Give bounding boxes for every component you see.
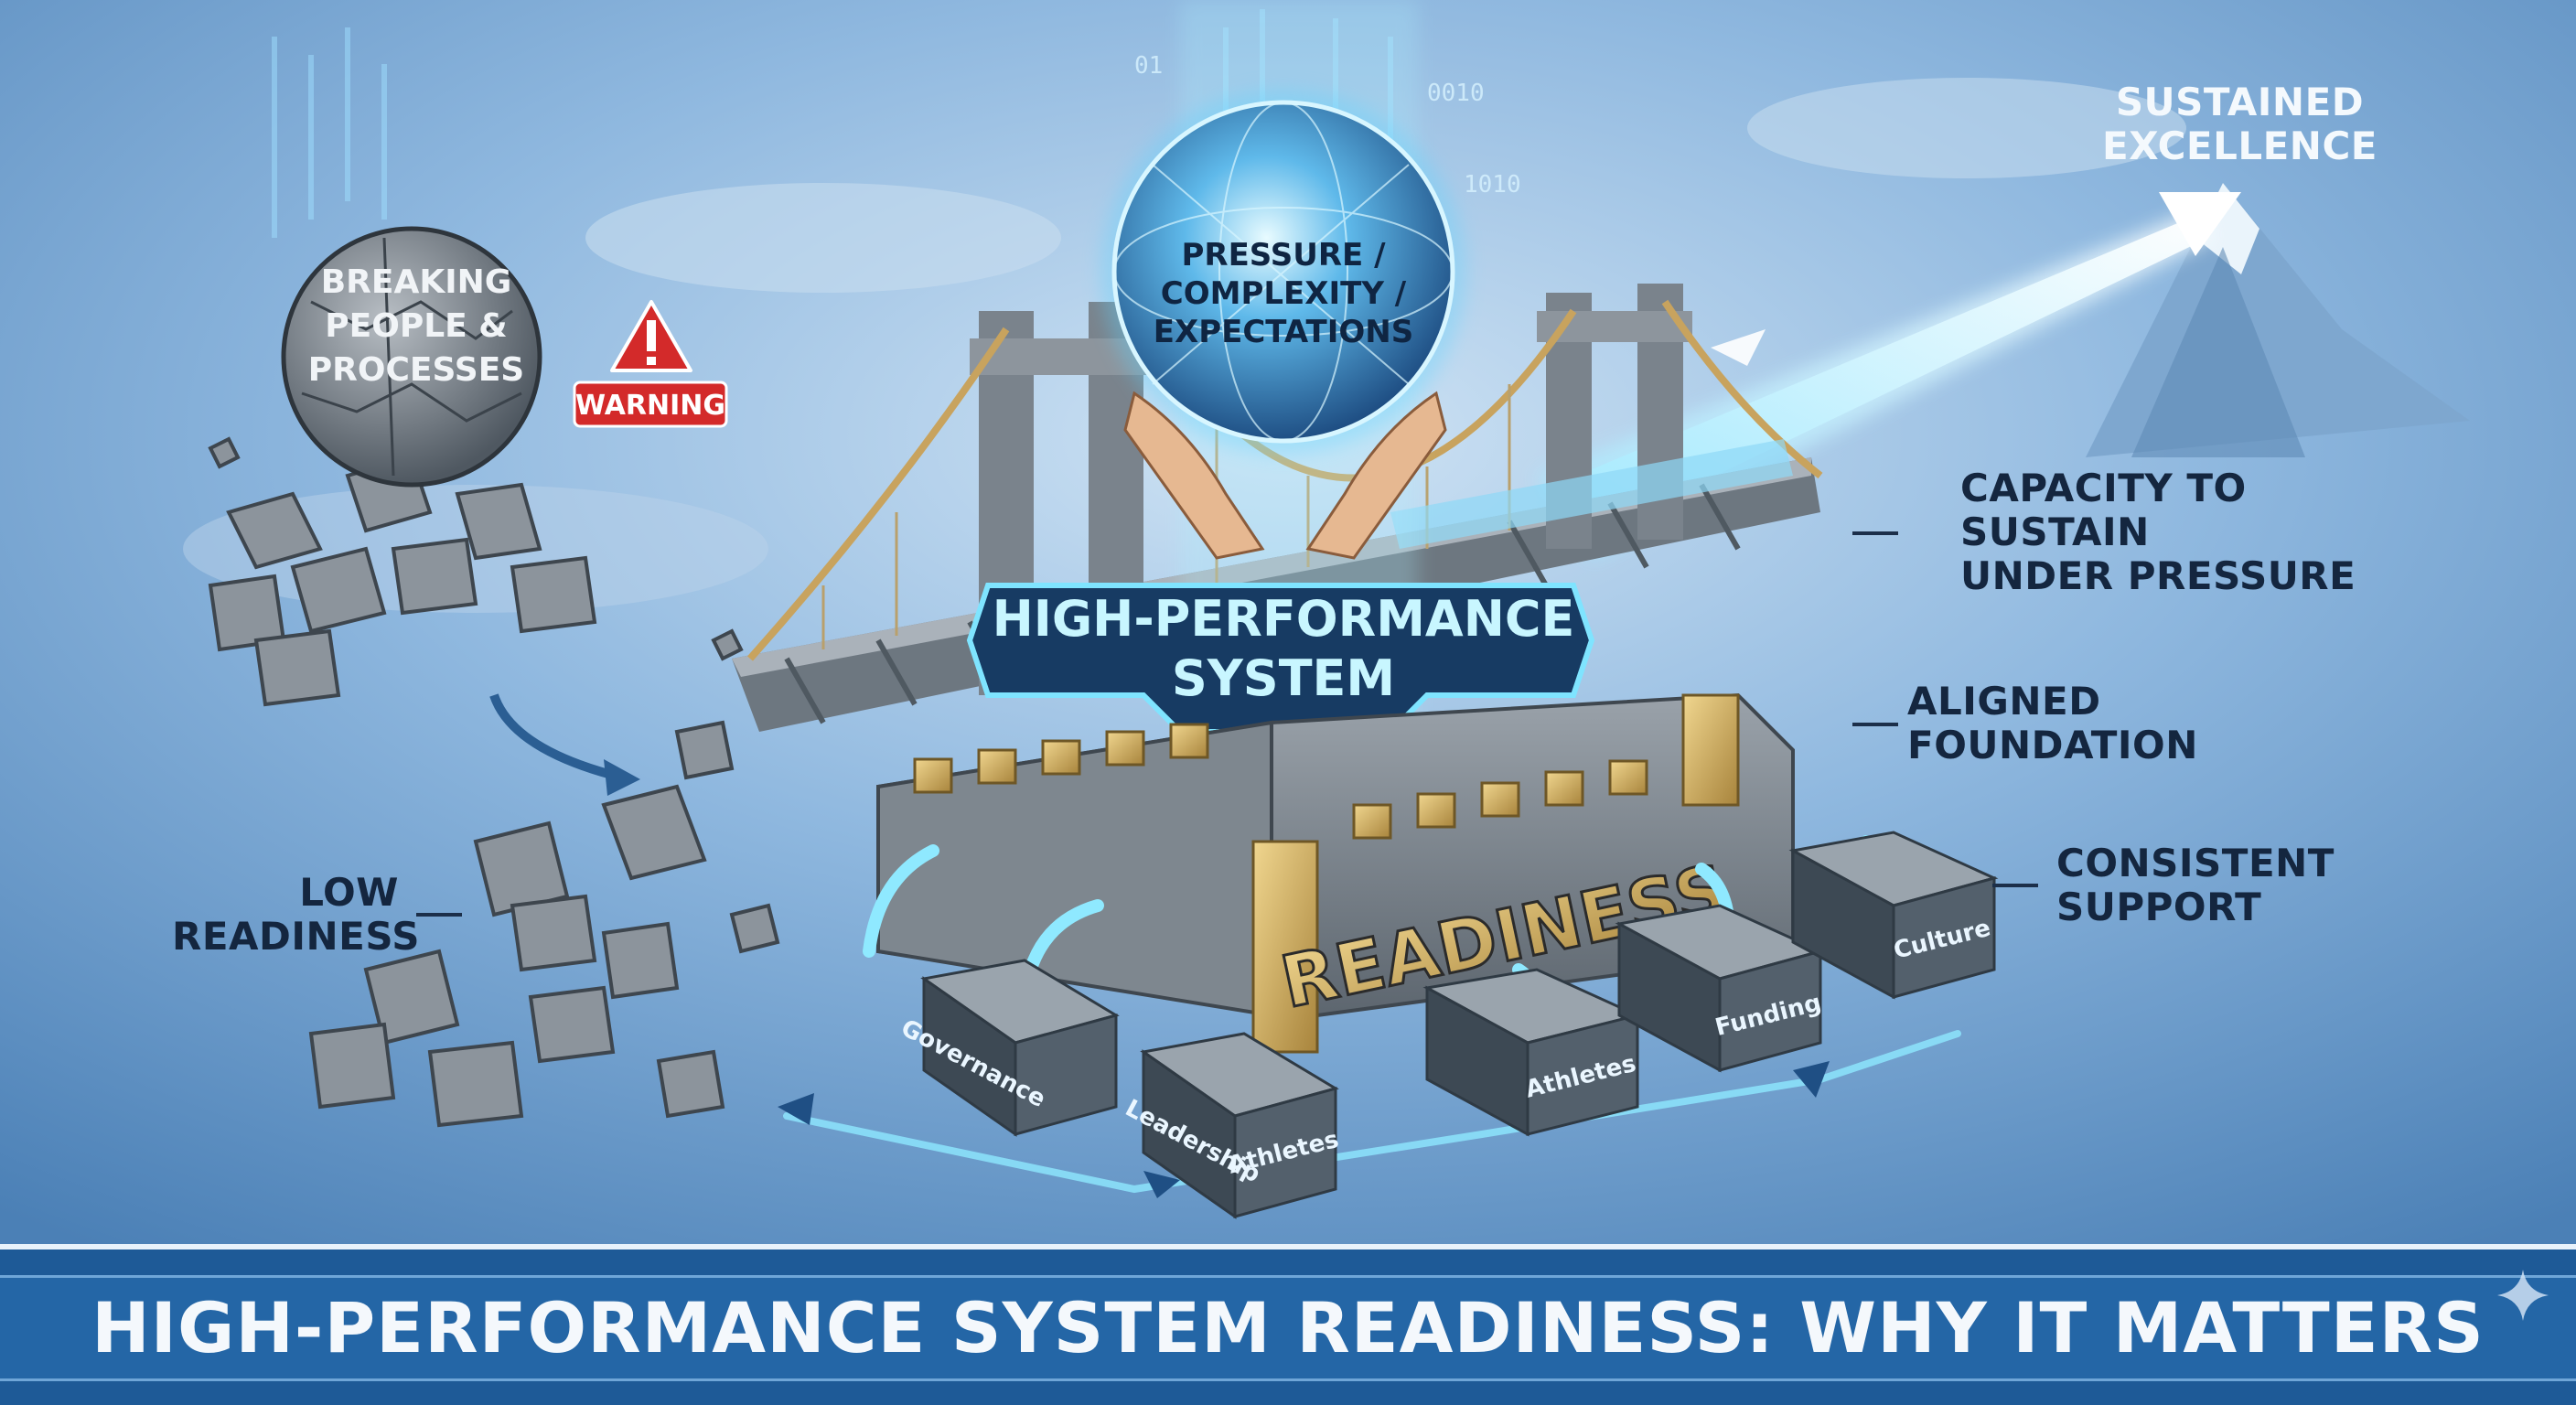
- crumbling-stones: [208, 436, 780, 1128]
- component-blocks: Governance Leadership Athletes Athletes …: [896, 831, 1999, 1219]
- breaking-sphere-text: BREAKING: [321, 263, 512, 301]
- binary-text: 01: [1134, 52, 1163, 80]
- callout-lines: [416, 531, 2038, 917]
- crumble-arrow: [489, 693, 624, 782]
- binary-text: 0010: [1427, 80, 1485, 107]
- arrow-icon: [778, 1061, 1830, 1198]
- title-banner: HIGH-PERFORMANCE SYSTEM READINESS: WHY I…: [0, 1244, 2576, 1405]
- pressure-sphere: PRESSURE / COMPLEXITY / EXPECTATIONS: [1100, 89, 1466, 455]
- capacity-label: CAPACITY TO SUSTAIN UNDER PRESSURE: [1960, 466, 2356, 598]
- plaque-title: SYSTEM: [1172, 649, 1395, 707]
- binary-text: 1010: [1464, 171, 1521, 198]
- sparkle-icon: [2497, 1270, 2549, 1321]
- warning-icon: [610, 300, 692, 372]
- arrow-icon: [604, 759, 640, 796]
- breaking-sphere: BREAKING PEOPLE & PROCESSES: [281, 226, 542, 488]
- pressure-sphere-text: PRESSURE /: [1181, 237, 1386, 273]
- pressure-sphere-text: COMPLEXITY /: [1161, 275, 1407, 312]
- warning-label: WARNING: [575, 390, 725, 422]
- readiness-illustration: 0010 1010 01: [0, 0, 2576, 1244]
- warning-badge: WARNING: [573, 300, 728, 428]
- cloud: [585, 183, 1061, 293]
- sustained-excellence-label: SUSTAINED EXCELLENCE: [2102, 80, 2377, 168]
- block-governance: Governance: [896, 959, 1120, 1137]
- low-readiness-label: LOW READINESS: [172, 870, 420, 959]
- plaque-title: HIGH-PERFORMANCE: [993, 590, 1575, 648]
- aligned-foundation-label: ALIGNED FOUNDATION: [1907, 679, 2198, 767]
- block-funding: Funding: [1615, 904, 1825, 1073]
- binary-rain: 0010 1010 01: [1134, 52, 1521, 198]
- high-performance-plaque: HIGH-PERFORMANCE SYSTEM: [966, 583, 1595, 735]
- pressure-sphere-text: EXPECTATIONS: [1154, 314, 1413, 350]
- consistent-support-label: CONSISTENT SUPPORT: [2056, 841, 2334, 929]
- hands-icon: [1123, 391, 1447, 560]
- banner-title: HIGH-PERFORMANCE SYSTEM READINESS: WHY I…: [91, 1287, 2485, 1368]
- breaking-sphere-text: PEOPLE &: [325, 307, 507, 345]
- title-banner-strip: HIGH-PERFORMANCE SYSTEM READINESS: WHY I…: [0, 1275, 2576, 1381]
- breaking-sphere-text: PROCESSES: [308, 351, 524, 389]
- block-leadership: Leadership: [1121, 1032, 1339, 1219]
- block-culture: Culture: [1788, 831, 1999, 1000]
- cloud: [1747, 78, 2186, 178]
